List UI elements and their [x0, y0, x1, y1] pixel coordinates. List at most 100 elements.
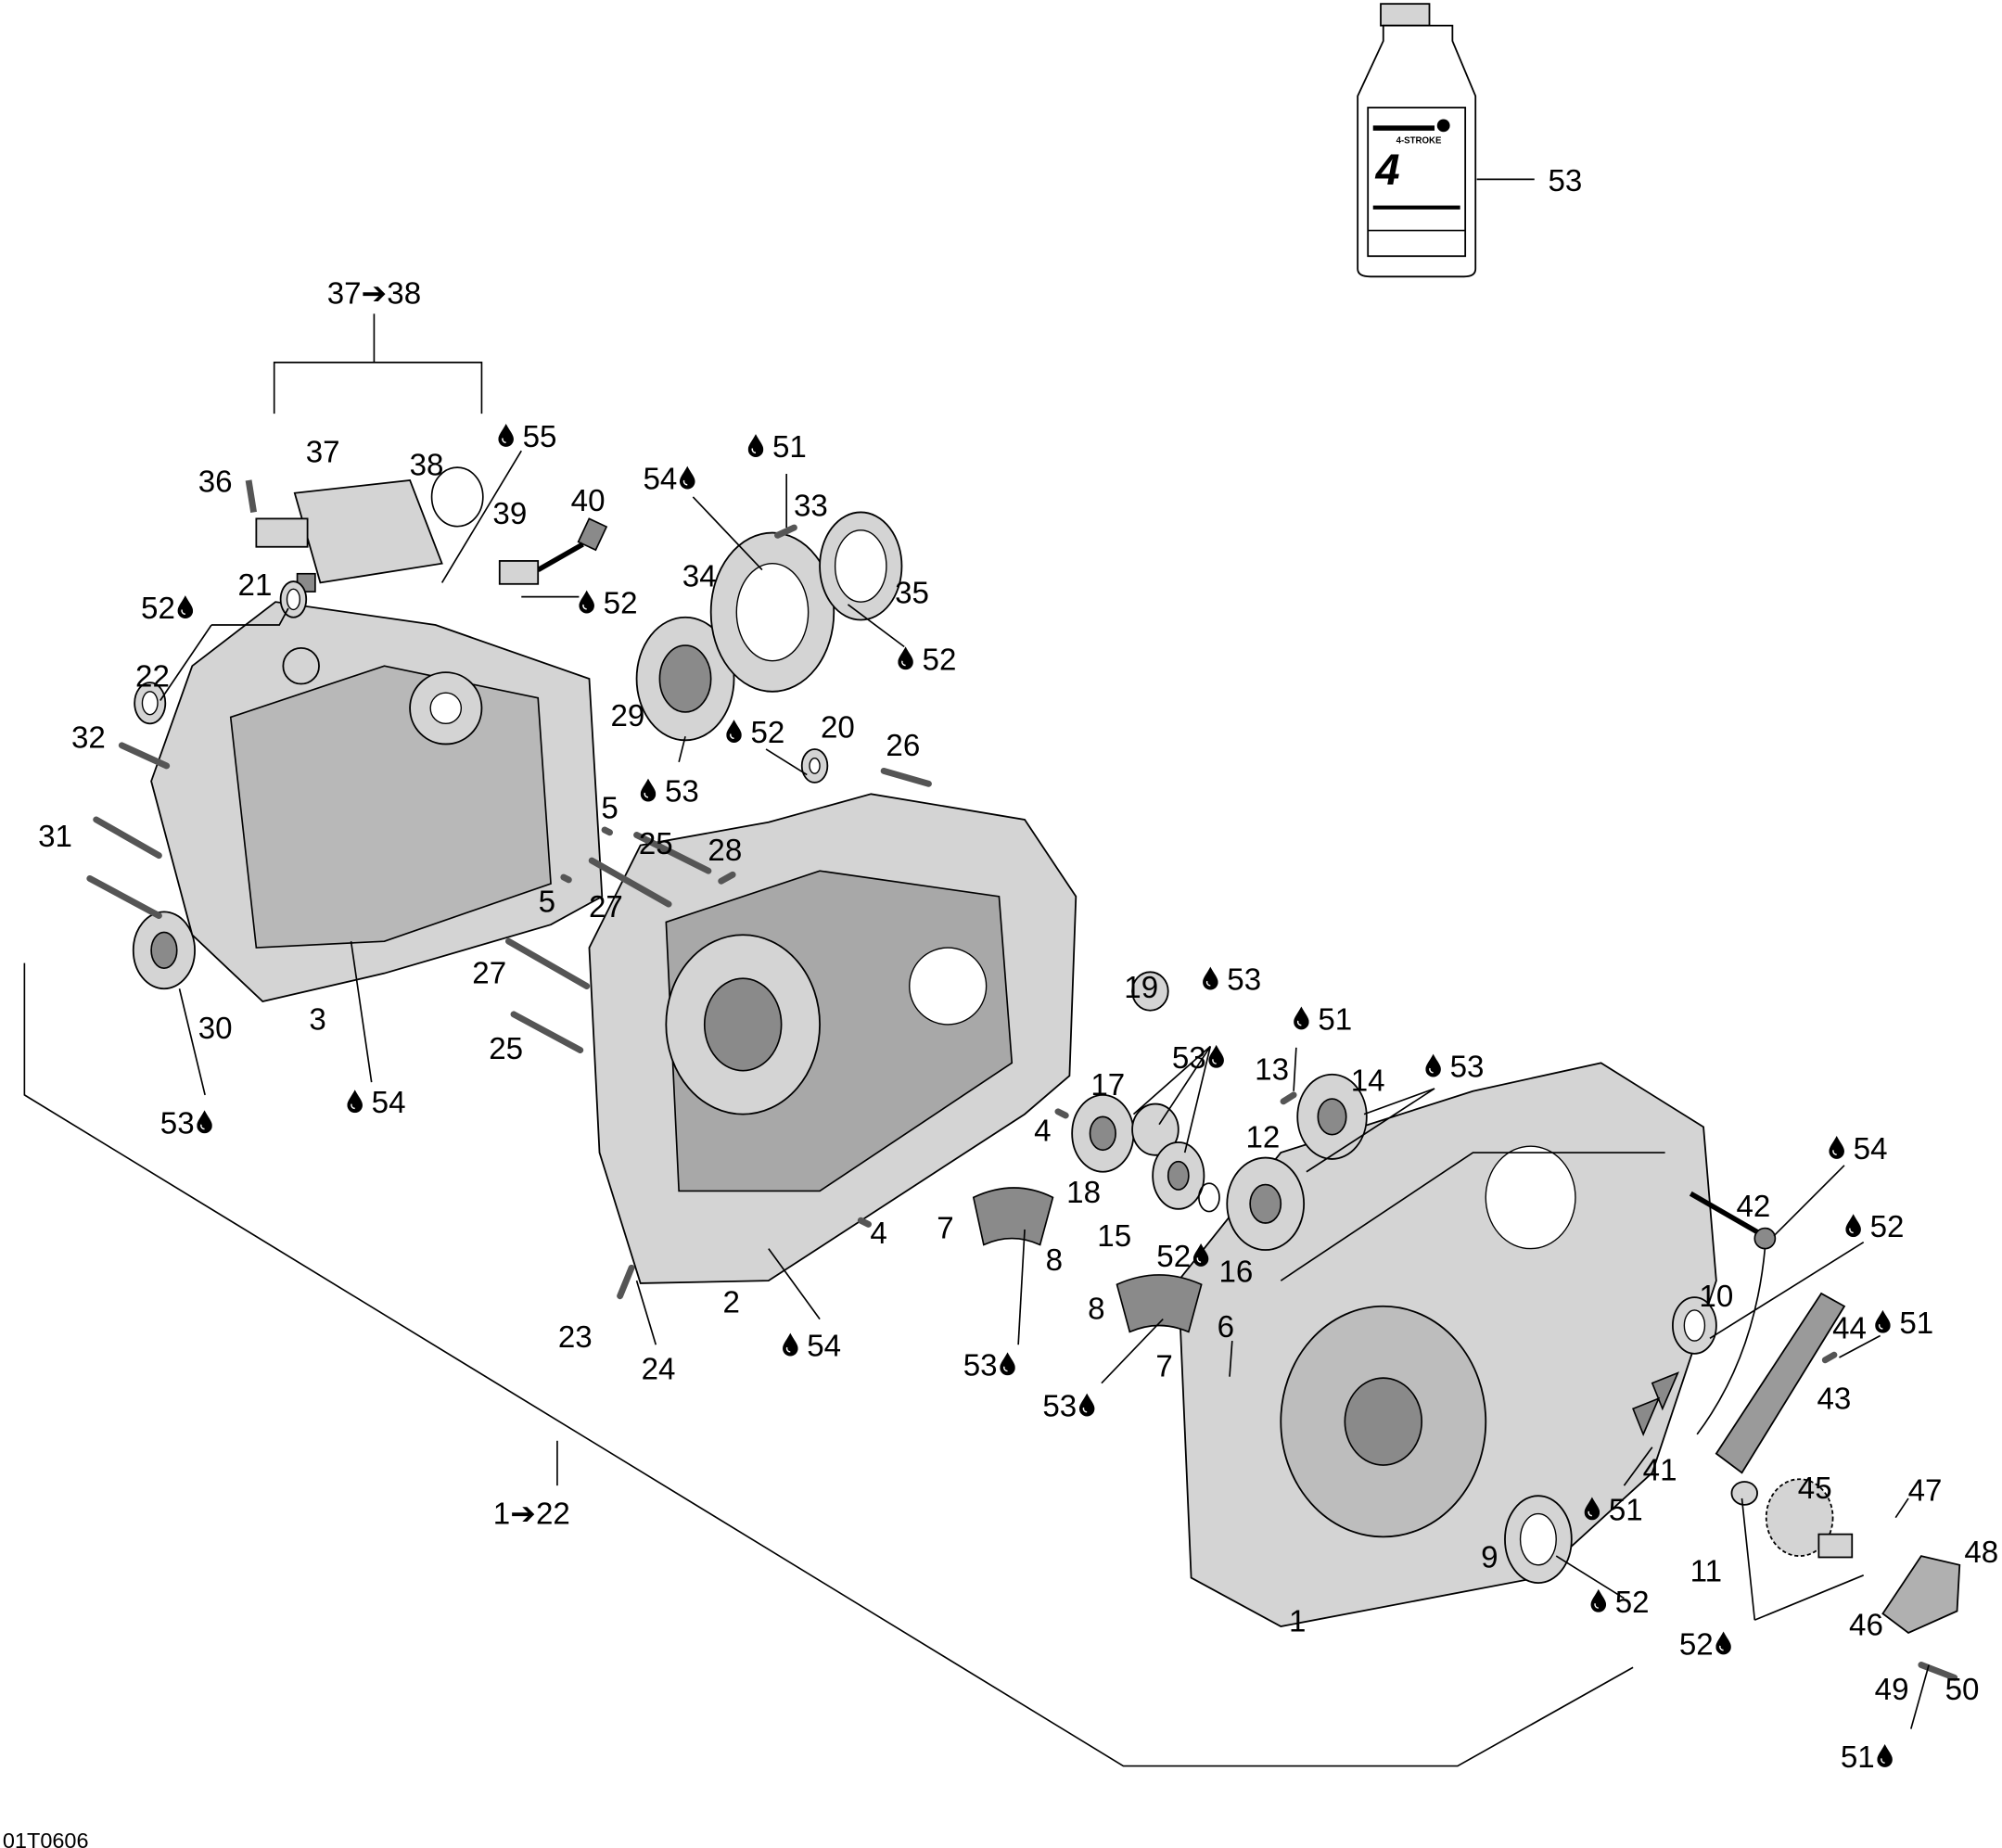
bearing-part-12	[1226, 1156, 1306, 1251]
drawing-code: 01T0606	[3, 1829, 89, 1848]
callout-number: 21	[238, 568, 273, 603]
lubricant-drop-icon	[1208, 1044, 1224, 1068]
callout-6: 6	[1218, 1310, 1234, 1345]
callout-number: 3	[309, 1002, 325, 1037]
callout-number: 22	[135, 659, 170, 694]
lubricant-drop-icon	[1294, 1005, 1309, 1030]
callout-36: 36	[198, 465, 233, 499]
callout-number: 39	[492, 497, 527, 531]
callout-25: 25	[639, 827, 673, 861]
callout-number: 6	[1218, 1310, 1234, 1345]
callout-number: 37	[306, 436, 340, 470]
lubricant-drop-icon	[783, 1332, 798, 1357]
callout-15: 15	[1097, 1219, 1131, 1254]
callout-37-38: 37➔38	[327, 276, 421, 311]
callout-54: 54	[643, 463, 695, 497]
callout-45: 45	[1798, 1472, 1832, 1506]
lubricant-drop-icon	[1590, 1588, 1607, 1612]
callout-8: 8	[1046, 1243, 1063, 1278]
callout-number: 46	[1849, 1609, 1883, 1643]
callout-51: 51	[1584, 1493, 1643, 1527]
plugs-part-41	[1632, 1371, 1679, 1437]
seal-part-22	[134, 682, 167, 725]
o-ring-part-38	[430, 466, 484, 528]
callout-number: 9	[1481, 1541, 1498, 1575]
callout-22: 22	[135, 659, 170, 694]
callout-number: 41	[1643, 1454, 1677, 1488]
assembly-bracket-37-38	[273, 313, 483, 414]
callout-49: 49	[1875, 1673, 1909, 1707]
callout-number: 2	[723, 1286, 740, 1320]
callout-number: 24	[642, 1352, 676, 1386]
callout-number: 38	[410, 448, 444, 482]
callout-51: 51	[747, 430, 807, 465]
callout-2: 2	[723, 1286, 740, 1320]
callout-48: 48	[1964, 1536, 1998, 1570]
bolts	[86, 524, 1958, 1681]
callout-7: 7	[937, 1212, 953, 1246]
callout-number: 11	[1690, 1555, 1722, 1589]
callout-53: 53	[1042, 1390, 1095, 1424]
callout-52: 52	[726, 716, 784, 750]
callout-1: 1	[1289, 1605, 1306, 1639]
callout-number: 51	[1609, 1493, 1643, 1527]
callout-14: 14	[1351, 1064, 1385, 1099]
callout-47: 47	[1908, 1474, 1943, 1509]
callout-24: 24	[642, 1352, 676, 1386]
callout-number: 35	[895, 577, 929, 611]
callout-number: 43	[1817, 1382, 1852, 1416]
bearing-part-17	[1071, 1093, 1135, 1173]
callout-27: 27	[589, 890, 623, 924]
callout-38: 38	[410, 448, 444, 482]
callout-52: 52	[579, 587, 638, 621]
callout-27: 27	[472, 957, 506, 991]
callout-number: 53	[963, 1348, 998, 1383]
callout-5: 5	[539, 885, 555, 919]
callout-13: 13	[1255, 1052, 1289, 1087]
callout-12: 12	[1246, 1121, 1281, 1155]
ring-gear-part-34	[709, 531, 835, 693]
callout-53: 53	[1203, 963, 1261, 998]
seal-part-21	[279, 580, 308, 618]
callout-4: 4	[870, 1217, 886, 1251]
callout-29: 29	[610, 699, 644, 733]
callout-43: 43	[1817, 1382, 1852, 1416]
callout-number: 25	[639, 827, 673, 861]
lubricant-drop-icon	[1877, 1743, 1893, 1767]
callout-30: 30	[198, 1012, 233, 1046]
callout-51: 51	[1294, 1002, 1352, 1037]
callout-54: 54	[1829, 1132, 1888, 1166]
callout-53: 53	[963, 1348, 1015, 1383]
callout-52: 52	[141, 592, 194, 626]
callout-number: 49	[1875, 1673, 1909, 1707]
callout-7: 7	[1155, 1350, 1172, 1384]
callout-number: 55	[523, 420, 557, 454]
callout-4: 4	[1034, 1115, 1051, 1149]
callout-number: 31	[38, 820, 72, 854]
ring-part-16	[1198, 1182, 1220, 1213]
callout-number: 23	[558, 1320, 593, 1355]
callout-19: 19	[1124, 971, 1158, 1005]
callout-number: 52	[1679, 1627, 1714, 1662]
lubricant-drop-icon	[747, 433, 764, 458]
callout-52: 52	[1590, 1586, 1650, 1620]
callout-number: 8	[1046, 1243, 1063, 1278]
callout-number: 7	[1155, 1350, 1172, 1384]
bearing-part-29	[635, 616, 735, 742]
callout-11: 11	[1690, 1555, 1722, 1589]
lubricant-drop-icon	[197, 1109, 212, 1134]
seal-part-20	[800, 748, 829, 784]
lubricant-drop-icon	[177, 594, 194, 619]
callout-number: 4	[870, 1217, 886, 1251]
callout-number: 7	[937, 1212, 953, 1246]
callout-number: 30	[198, 1012, 233, 1046]
seal-part-9	[1504, 1495, 1573, 1584]
lubricant-drop-icon	[579, 589, 594, 614]
callout-number: 36	[198, 465, 233, 499]
callout-34: 34	[682, 560, 717, 594]
callout-number: 14	[1351, 1064, 1385, 1099]
callout-number: 19	[1124, 971, 1158, 1005]
callout-number: 37➔38	[327, 276, 421, 311]
callout-number: 42	[1736, 1190, 1770, 1224]
